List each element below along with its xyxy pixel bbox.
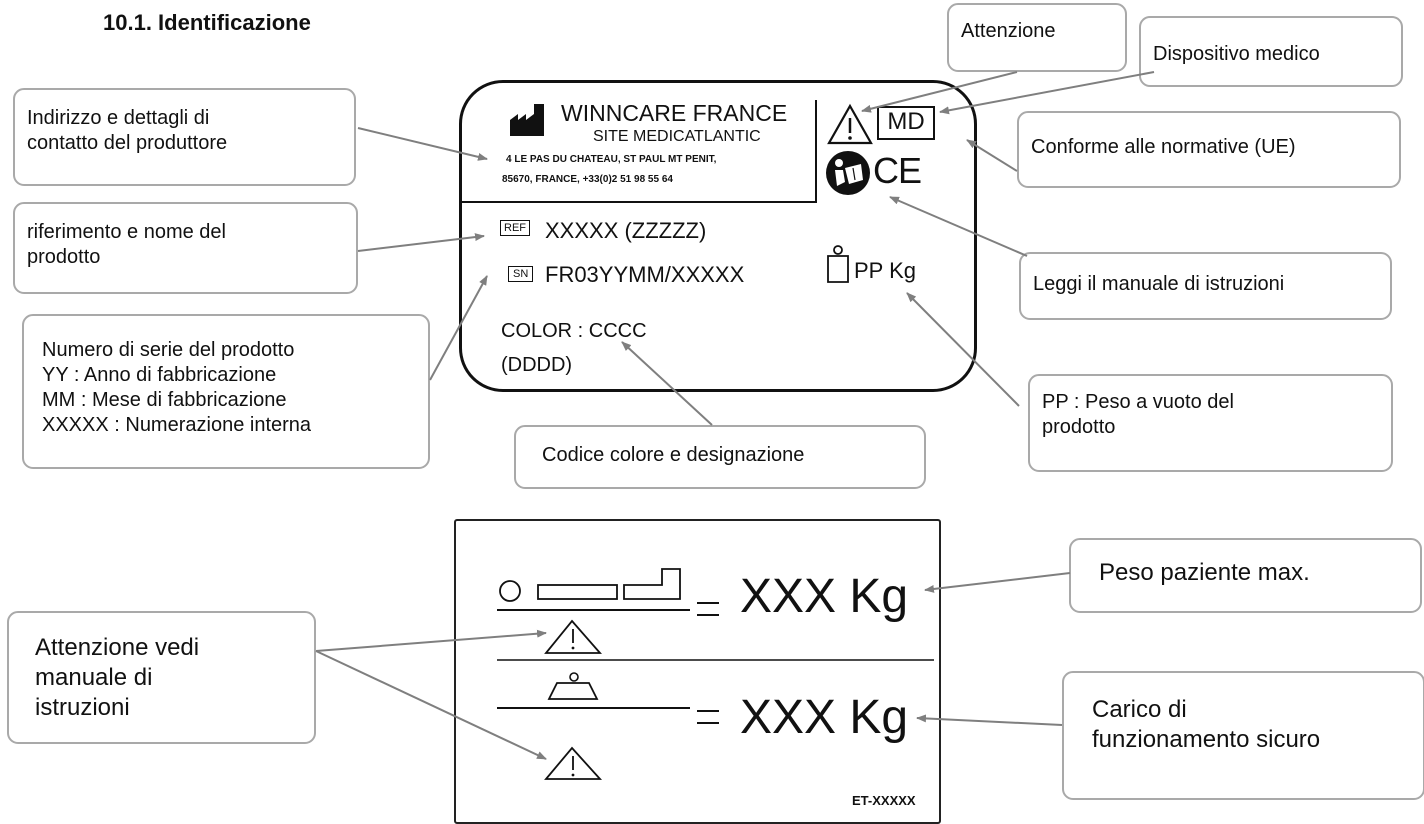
max-weight-value: XXX Kg bbox=[740, 570, 909, 623]
label-divider-horizontal bbox=[459, 201, 817, 203]
arrow-max-patient-weight bbox=[924, 572, 1071, 593]
arrow-serial-number bbox=[429, 275, 488, 381]
arrow-color-code bbox=[621, 341, 713, 426]
arrow-conformity bbox=[966, 139, 1018, 172]
callout-manufacturer: Indirizzo e dettagli di contatto del pro… bbox=[13, 88, 356, 186]
arrow-reference bbox=[357, 233, 485, 252]
callout-medical-device: Dispositivo medico bbox=[1139, 16, 1403, 87]
safe-load-value: XXX Kg bbox=[740, 691, 909, 744]
serial-number-value: FR03YYMM/XXXXX bbox=[545, 262, 745, 287]
load-plate bbox=[454, 519, 941, 824]
callout-read-manual: Leggi il manuale di istruzioni bbox=[1019, 252, 1392, 320]
callout-warning: Attenzione bbox=[947, 3, 1127, 72]
md-mark: MD bbox=[887, 108, 925, 135]
ref-tag: REF bbox=[500, 220, 530, 236]
callout-empty-weight: PP : Peso a vuoto del prodotto bbox=[1028, 374, 1393, 472]
arrow-see-manual-1 bbox=[315, 629, 547, 652]
plate-code: ET-XXXXX bbox=[852, 793, 916, 808]
arrow-see-manual-2 bbox=[315, 650, 547, 760]
manufacturer-site: SITE MEDICATLANTIC bbox=[593, 128, 761, 145]
warning-triangle-icon bbox=[827, 103, 873, 145]
manufacturer-address-line2: 85670, FRANCE, +33(0)2 51 98 55 64 bbox=[502, 174, 673, 185]
arrow-manufacturer bbox=[357, 127, 488, 161]
callout-reference: riferimento e nome del prodotto bbox=[13, 202, 358, 294]
label-divider-vertical bbox=[815, 100, 817, 202]
arrow-safe-load bbox=[916, 714, 1063, 726]
color-value: COLOR : CCCC bbox=[501, 320, 647, 342]
arrow-empty-weight bbox=[906, 292, 1020, 407]
plate-symbols bbox=[497, 568, 934, 780]
manufacturer-name: WINNCARE FRANCE bbox=[561, 100, 788, 126]
ce-mark: CE bbox=[873, 150, 922, 191]
weight-icon bbox=[827, 245, 849, 283]
arrow-warning bbox=[861, 71, 1018, 113]
callout-see-manual: Attenzione vedi manuale di istruzioni bbox=[7, 611, 316, 744]
identification-label bbox=[459, 80, 977, 392]
read-manual-icon bbox=[826, 151, 870, 195]
reference-value: XXXXX (ZZZZZ) bbox=[545, 218, 707, 243]
callout-conformity: Conforme alle normative (UE) bbox=[1017, 111, 1401, 188]
callout-max-patient-weight: Peso paziente max. bbox=[1069, 538, 1422, 613]
callout-serial-number: Numero di serie del prodotto YY : Anno d… bbox=[22, 314, 430, 469]
sn-tag: SN bbox=[508, 266, 534, 282]
manufacturer-address-line1: 4 LE PAS DU CHATEAU, ST PAUL MT PENIT, bbox=[506, 154, 717, 165]
section-title: 10.1. Identificazione bbox=[103, 10, 311, 35]
color-designation: (DDDD) bbox=[501, 354, 573, 376]
arrow-medical-device bbox=[939, 71, 1155, 115]
manufacturer-icon bbox=[510, 104, 544, 136]
arrow-read-manual bbox=[889, 196, 1028, 257]
md-mark-box bbox=[877, 106, 935, 140]
callout-color-code: Codice colore e designazione bbox=[514, 425, 926, 489]
callout-safe-load: Carico di funzionamento sicuro bbox=[1062, 671, 1424, 800]
weight-value: PP Kg bbox=[854, 258, 916, 283]
